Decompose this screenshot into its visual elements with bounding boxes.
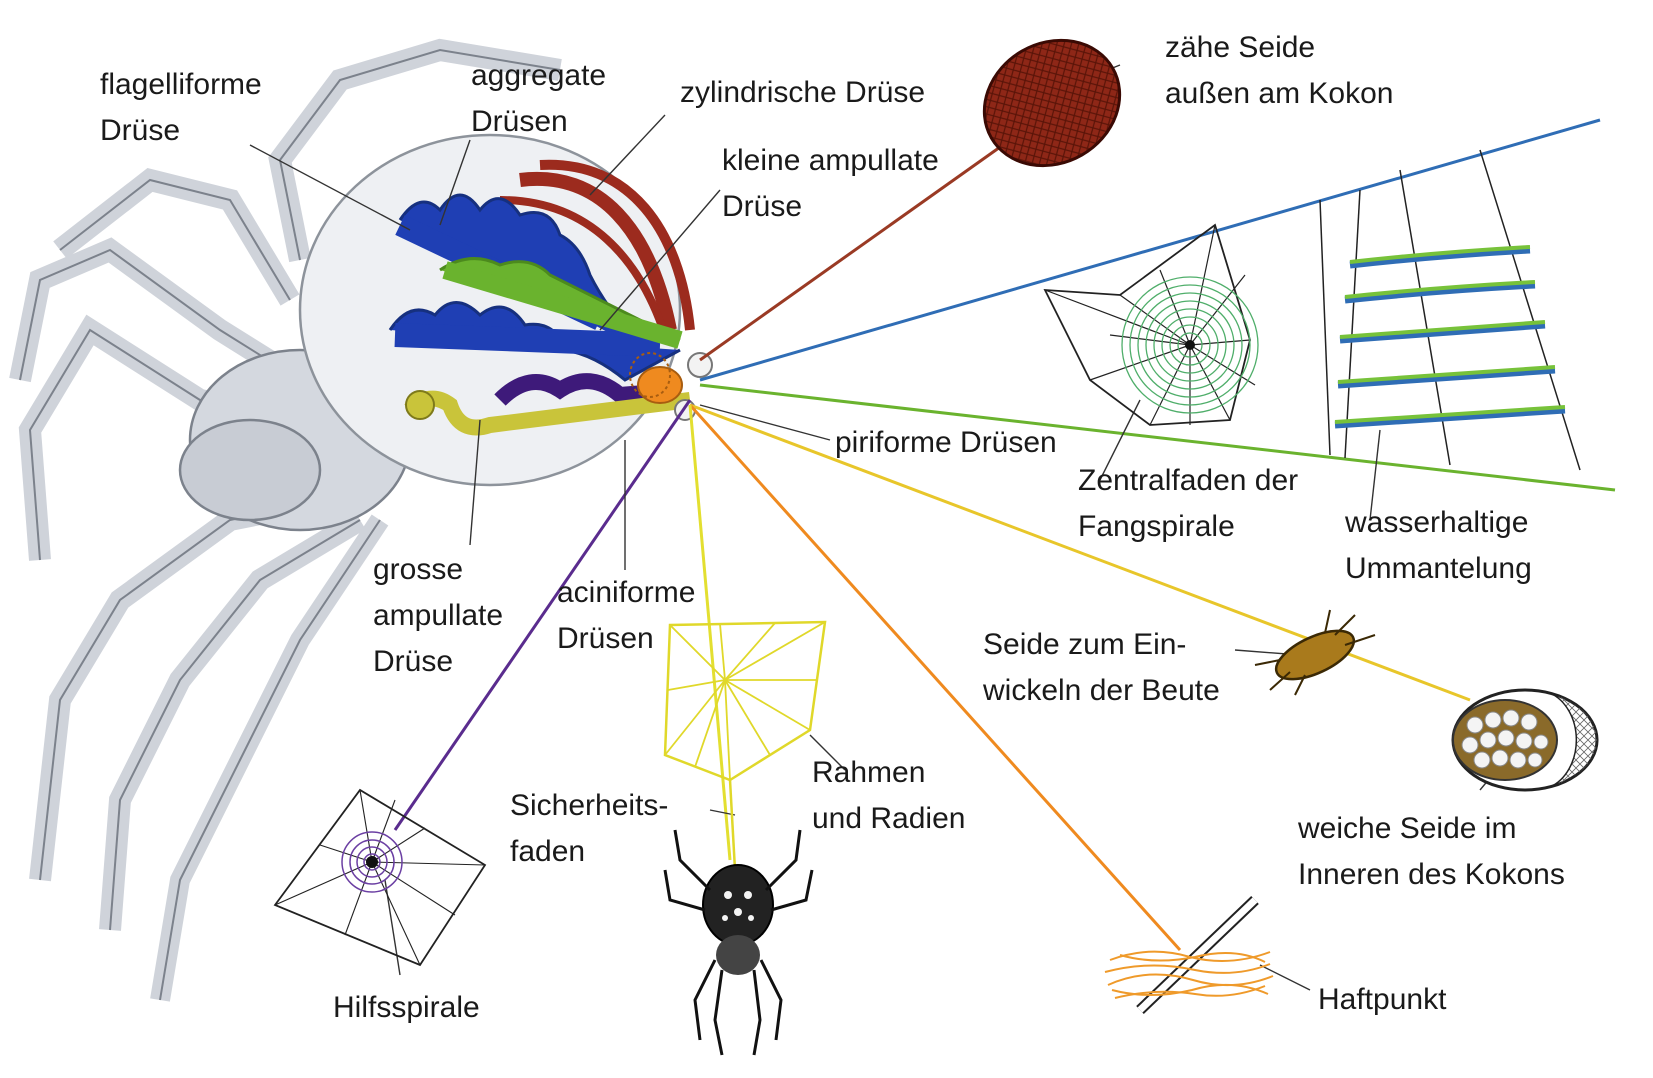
- cocoon-section-icon: [1453, 690, 1597, 790]
- dragline-thread: [690, 405, 730, 860]
- orb-web-icon: [1045, 225, 1258, 425]
- label-line: Hilfsspirale: [333, 985, 480, 1031]
- label-line: Fangspirale: [1078, 504, 1298, 550]
- label-line: weiche Seide im: [1298, 806, 1565, 852]
- label-cylindrical: zylindrische Drüse: [680, 70, 925, 116]
- capture-spiral-icon: [1320, 150, 1580, 470]
- label-line: ampullate: [373, 593, 503, 639]
- egg-sac-icon: [961, 16, 1142, 190]
- attachment-disc-icon: [1105, 900, 1273, 1010]
- label-line: grosse: [373, 547, 503, 593]
- label-line: kleine ampullate: [722, 138, 939, 184]
- label-dragline: Sicherheits- faden: [510, 783, 668, 875]
- label-line: Drüsen: [471, 99, 606, 145]
- label-aciniform: aciniforme Drüsen: [557, 570, 695, 662]
- label-line: Drüse: [722, 184, 939, 230]
- label-central-thread: Zentralfaden der Fangspirale: [1078, 458, 1298, 550]
- label-aggregate: aggregate Drüsen: [471, 53, 606, 145]
- label-tough-silk: zähe Seide außen am Kokon: [1165, 25, 1393, 117]
- label-line: Seide zum Ein-: [983, 622, 1220, 668]
- label-soft-silk: weiche Seide im Inneren des Kokons: [1298, 806, 1565, 898]
- label-wrapping-silk: Seide zum Ein- wickeln der Beute: [983, 622, 1220, 714]
- label-piriform: piriforme Drüsen: [835, 420, 1057, 466]
- label-aqueous-coating: wasserhaltige Ummantelung: [1345, 500, 1532, 592]
- label-line: Drüse: [373, 639, 503, 685]
- label-line: aciniforme: [557, 570, 695, 616]
- label-minor-ampullate: kleine ampullate Drüse: [722, 138, 939, 230]
- label-line: außen am Kokon: [1165, 71, 1393, 117]
- label-line: Haftpunkt: [1318, 977, 1446, 1023]
- label-line: aggregate: [471, 53, 606, 99]
- auxiliary-web-icon: [275, 790, 485, 965]
- label-line: zylindrische Drüse: [680, 70, 925, 116]
- label-line: Drüse: [100, 108, 262, 154]
- label-major-ampullate: grosse ampullate Drüse: [373, 547, 503, 685]
- label-line: faden: [510, 829, 668, 875]
- label-flagelliform: flagelliforme Drüse: [100, 62, 262, 154]
- label-line: und Radien: [812, 796, 965, 842]
- label-line: wickeln der Beute: [983, 668, 1220, 714]
- label-attachment: Haftpunkt: [1318, 977, 1446, 1023]
- label-line: Ummantelung: [1345, 546, 1532, 592]
- label-line: Rahmen: [812, 750, 965, 796]
- label-auxiliary-spiral: Hilfsspirale: [333, 985, 480, 1031]
- label-line: Drüsen: [557, 616, 695, 662]
- label-line: piriforme Drüsen: [835, 420, 1057, 466]
- label-line: Zentralfaden der: [1078, 458, 1298, 504]
- label-line: Inneren des Kokons: [1298, 852, 1565, 898]
- label-line: zähe Seide: [1165, 25, 1393, 71]
- label-line: wasserhaltige: [1345, 500, 1532, 546]
- small-spider-icon: [665, 780, 812, 1055]
- label-frame-radii: Rahmen und Radien: [812, 750, 965, 842]
- label-line: flagelliforme: [100, 62, 262, 108]
- label-line: Sicherheits-: [510, 783, 668, 829]
